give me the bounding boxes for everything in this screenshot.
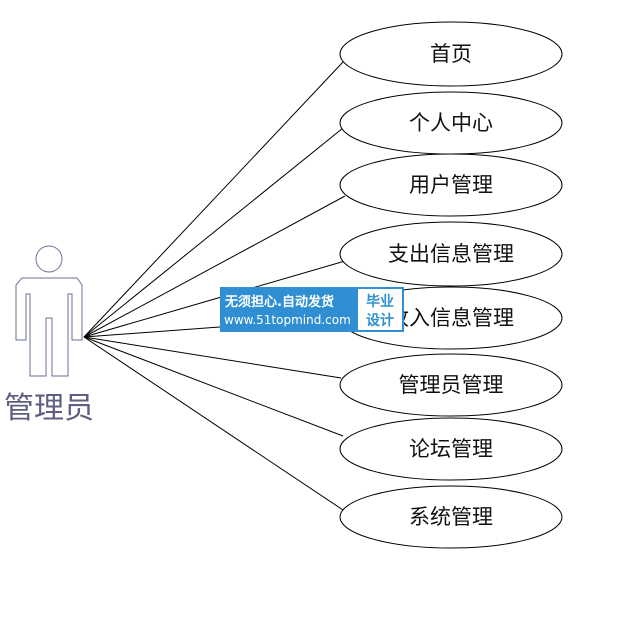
use-case-label: 论坛管理 bbox=[409, 437, 493, 461]
use-case-ellipse bbox=[339, 353, 563, 417]
watermark-tag-line1: 毕业 bbox=[366, 294, 394, 310]
use-case-2: 个人中心 bbox=[339, 91, 563, 155]
watermark-url: www.51topmind.com bbox=[224, 313, 351, 327]
watermark-slogan: 无须担心.自动发货 bbox=[225, 295, 334, 310]
association-lines bbox=[83, 61, 346, 511]
use-case-ellipse bbox=[339, 221, 563, 287]
use-case-label: 收入信息管理 bbox=[388, 306, 514, 330]
use-case-ellipse bbox=[339, 153, 563, 217]
use-case-ellipse bbox=[339, 485, 563, 549]
association-line bbox=[83, 336, 344, 511]
association-line bbox=[83, 61, 344, 338]
use-case-label: 个人中心 bbox=[409, 111, 493, 135]
association-line bbox=[83, 336, 344, 437]
use-case-ellipse bbox=[339, 417, 563, 481]
use-case-8: 系统管理 bbox=[339, 485, 563, 549]
actor-head bbox=[35, 245, 63, 273]
actor-label: 管理员 bbox=[4, 391, 94, 426]
use-case-7: 论坛管理 bbox=[339, 417, 563, 481]
watermark-left-panel: 无须担心.自动发货 www.51topmind.com bbox=[220, 287, 356, 332]
use-case-label: 用户管理 bbox=[409, 173, 493, 197]
actor-body bbox=[15, 277, 83, 377]
use-case-label: 支出信息管理 bbox=[388, 242, 514, 266]
watermark-tag-line2: 设计 bbox=[366, 313, 394, 329]
association-line bbox=[83, 127, 344, 338]
use-case-3: 用户管理 bbox=[339, 153, 563, 217]
use-case-4: 支出信息管理 bbox=[339, 221, 563, 287]
use-case-1: 首页 bbox=[339, 21, 563, 87]
use-case-ellipse bbox=[339, 21, 563, 87]
watermark-badge: 无须担心.自动发货 www.51topmind.com 毕业 设计 bbox=[220, 287, 404, 332]
association-line bbox=[83, 336, 342, 379]
association-line bbox=[83, 260, 346, 338]
association-line bbox=[83, 195, 346, 338]
use-case-label: 管理员管理 bbox=[399, 373, 504, 397]
watermark-tag: 毕业 设计 bbox=[356, 287, 404, 332]
use-case-label: 系统管理 bbox=[409, 505, 493, 529]
actor-figure: 管理员 bbox=[4, 245, 94, 426]
use-case-label: 首页 bbox=[430, 42, 472, 66]
use-case-6: 管理员管理 bbox=[339, 353, 563, 417]
